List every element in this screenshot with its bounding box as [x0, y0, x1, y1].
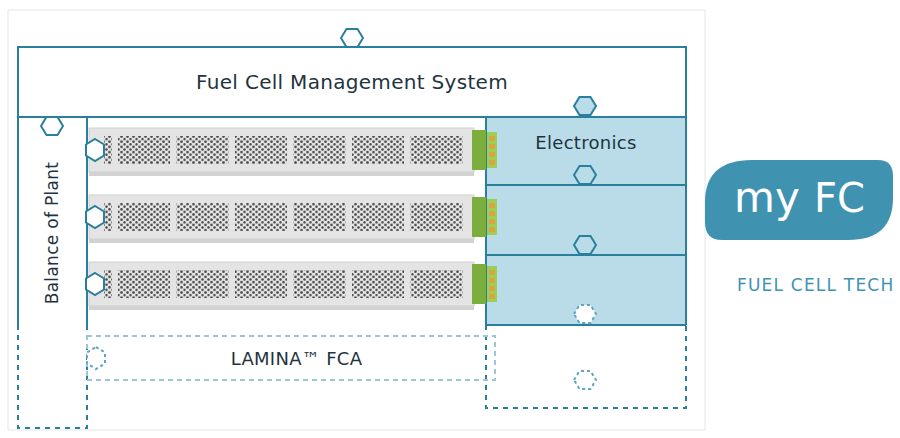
- puzzle-tab: [574, 97, 596, 115]
- puzzle-tab: [574, 371, 596, 389]
- puzzle-tab: [86, 139, 104, 161]
- puzzle-tab: [41, 117, 63, 135]
- logo-text: FC: [814, 178, 865, 218]
- fuel-cell-plate: [89, 128, 497, 176]
- node-label: Balance of Plant: [43, 161, 63, 304]
- node-label: Electronics: [535, 132, 636, 153]
- logo-tagline: FUEL CELL TECH: [737, 277, 894, 294]
- puzzle-tab: [86, 273, 104, 295]
- fuel-cell-plate: [89, 262, 497, 310]
- fuel-cell-plate: [89, 195, 497, 243]
- puzzle-tab: [574, 305, 596, 323]
- electronics-panel: Electronics: [488, 119, 684, 165]
- logo-shape: [705, 160, 893, 240]
- puzzle-tab: [574, 236, 596, 254]
- management-band: Fuel Cell Management System: [20, 49, 684, 115]
- puzzle-tab: [341, 29, 363, 47]
- puzzle-tab: [87, 347, 105, 369]
- puzzle-tab: [86, 206, 104, 228]
- node-label: Fuel Cell Management System: [196, 70, 508, 94]
- puzzle-tab: [574, 166, 596, 184]
- fca-box: LAMINA™ FCA: [100, 338, 493, 378]
- balance-band: Balance of Plant: [20, 140, 85, 325]
- node-label: LAMINA™ FCA: [231, 348, 363, 369]
- logo-text: my: [734, 177, 800, 219]
